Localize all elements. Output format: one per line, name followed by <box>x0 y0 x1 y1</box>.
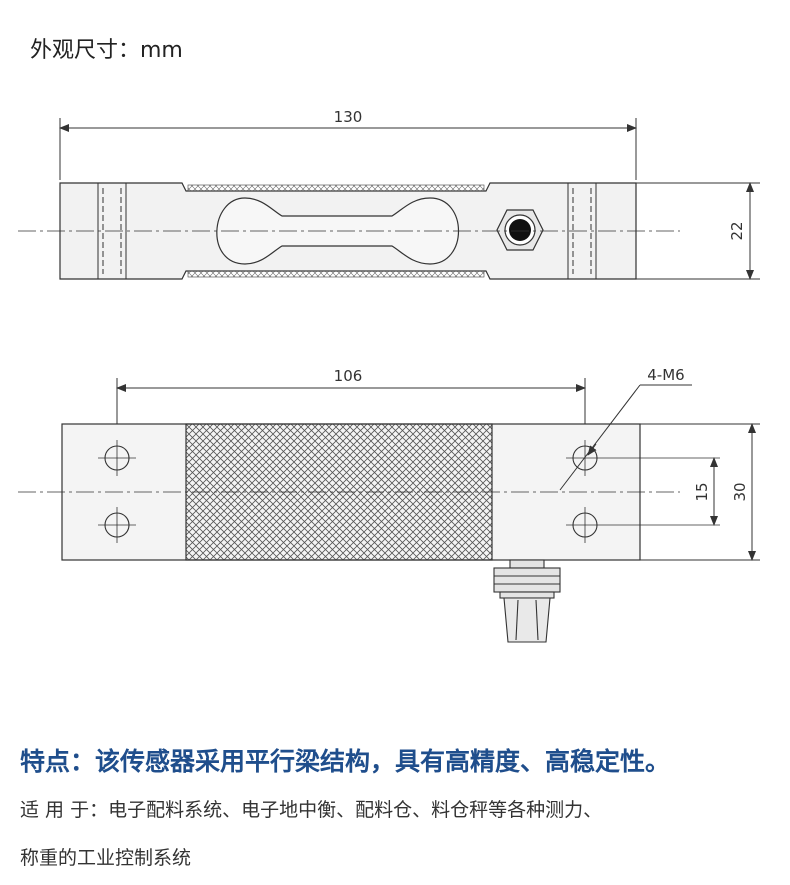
hole-leader-line <box>559 384 641 491</box>
top-knurl-strip <box>187 184 485 192</box>
hole-spacing-dimension-text: 106 <box>334 367 363 385</box>
hole-leader-arrow <box>587 443 597 456</box>
applications-line-1: 适 用 于：电子配料系统、电子地中衡、配料仓、料仓秤等各种测力、 <box>20 799 603 821</box>
applications-line-2: 称重的工业控制系统 <box>20 847 192 869</box>
hole-centerlines <box>98 440 720 543</box>
cable-connector <box>493 559 561 643</box>
height-dimension-text: 22 <box>728 221 746 240</box>
unit-heading: 外观尺寸：mm <box>30 38 183 63</box>
right-end-band <box>567 183 597 279</box>
width-dimension-text: 30 <box>731 482 749 501</box>
hole-pitch-dimension-text: 15 <box>693 482 711 501</box>
cable-gland <box>496 209 544 251</box>
features-text: 特点：该传感器采用平行梁结构，具有高精度、高稳定性。 <box>20 747 671 776</box>
hole-label: 4-M6 <box>647 366 684 384</box>
length-dimension-text: 130 <box>334 108 363 126</box>
side-view: 130 22 <box>18 108 760 280</box>
load-cell-drawing: 130 22 <box>18 108 760 643</box>
plan-view: 106 4-M6 15 <box>18 366 760 643</box>
bottom-knurl-strip <box>187 270 485 278</box>
